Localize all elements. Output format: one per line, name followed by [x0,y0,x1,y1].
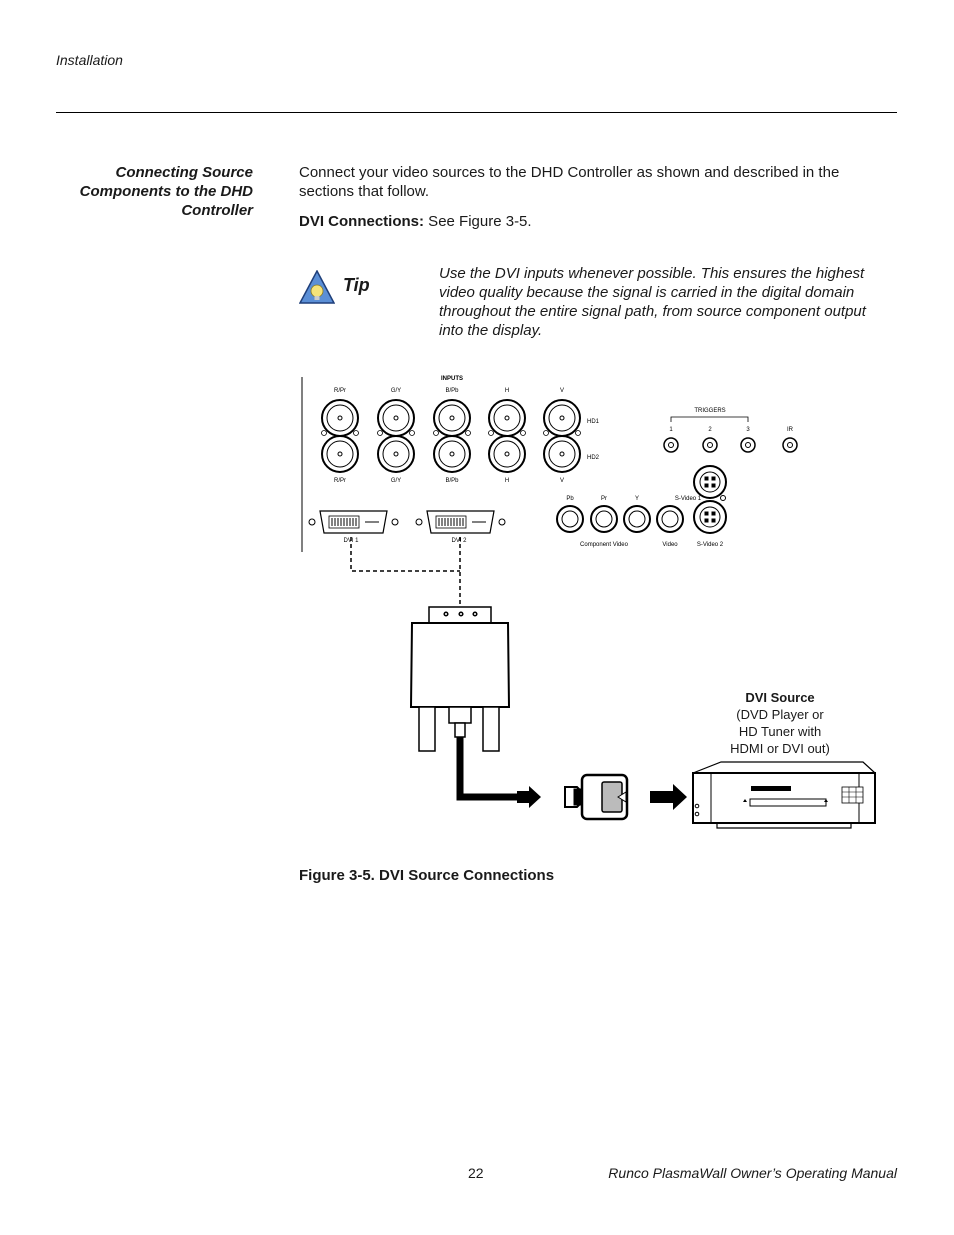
intro-paragraph: Connect your video sources to the DHD Co… [299,164,840,200]
rca-label: Pb [566,496,574,502]
svideo-2-jack [693,500,727,534]
triggers-label: TRIGGERS [694,408,725,414]
section-heading: Connecting Source Components to the DHD … [40,163,253,220]
inputs-label: INPUTS [441,376,463,382]
trigger-number: 1 [669,427,673,433]
arrow-right-icon [650,784,687,810]
tip-label: Tip [343,275,370,295]
dvi-connections-text: See Figure 3-5. [424,213,532,230]
dvi-source-label: DVI Source (DVD Player or HD Tuner with … [700,689,860,757]
bnc-connector-row-hd2 [321,435,581,473]
section-heading-line-1: Connecting Source [115,164,253,181]
header-rule [56,112,897,113]
rca-label: Y [635,496,639,502]
hd2-label: HD2 [587,455,600,461]
dvi-source-title: DVI Source [745,690,815,705]
bnc-bottom-label: H [505,478,509,484]
trigger-number: 3 [746,427,750,433]
bnc-bottom-label: V [560,478,564,484]
bnc-bottom-label: B/Pb [445,478,459,484]
hdmi-connector [564,773,629,821]
page-number: 22 [468,1165,484,1181]
trigger-jacks [663,437,798,453]
dvi-plug [409,606,511,752]
section-heading-line-3: Controller [181,202,253,219]
bnc-top-label: R/Pr [334,388,346,394]
video-label: Video [662,542,678,548]
dvd-player-icon [692,761,876,829]
lightbulb-icon [299,270,335,304]
ir-label: IR [787,427,794,433]
dvi-connections-line: DVI Connections: See Figure 3-5. [299,213,532,230]
bnc-top-label: B/Pb [445,388,459,394]
dvi-1-port [308,510,399,534]
dvi-cable [456,737,517,801]
dvi-source-line: HDMI or DVI out) [730,741,830,756]
component-video-label: Component Video [580,542,629,548]
bnc-top-label: V [560,388,564,394]
svideo-1-jack [693,465,727,501]
component-video-jacks [556,505,684,533]
bnc-top-label: H [505,388,509,394]
section-heading-line-2: Components to the DHD [79,183,253,200]
dashed-connection-line [350,537,461,607]
trigger-number: 2 [708,427,712,433]
rca-label: Pr [601,496,607,502]
dvi-2-port [415,510,506,534]
dvi-connections-label: DVI Connections: [299,213,425,230]
figure-caption: Figure 3-5. DVI Source Connections [299,867,555,884]
running-head: Installation [56,52,123,68]
bnc-top-label: G/Y [391,388,401,394]
dvi-source-line: HD Tuner with [738,724,822,739]
bnc-bottom-label: R/Pr [334,478,346,484]
dvi-source-line: (DVD Player or [736,707,824,722]
arrow-right-icon [517,786,541,808]
dvi-connection-figure: INPUTS R/Pr G/Y B/Pb H V HD1 HD2 R/Pr G/… [301,376,876,829]
svideo-1-label: S-Video 1 [675,496,702,502]
bnc-bottom-label: G/Y [391,478,401,484]
svideo-2-label: S-Video 2 [697,542,724,548]
tip-text: Use the DVI inputs whenever possible. Th… [439,265,866,339]
bnc-connector-row-hd1 [321,399,581,437]
footer-manual-title: Runco PlasmaWall Owner’s Operating Manua… [608,1165,897,1181]
hd1-label: HD1 [587,419,600,425]
